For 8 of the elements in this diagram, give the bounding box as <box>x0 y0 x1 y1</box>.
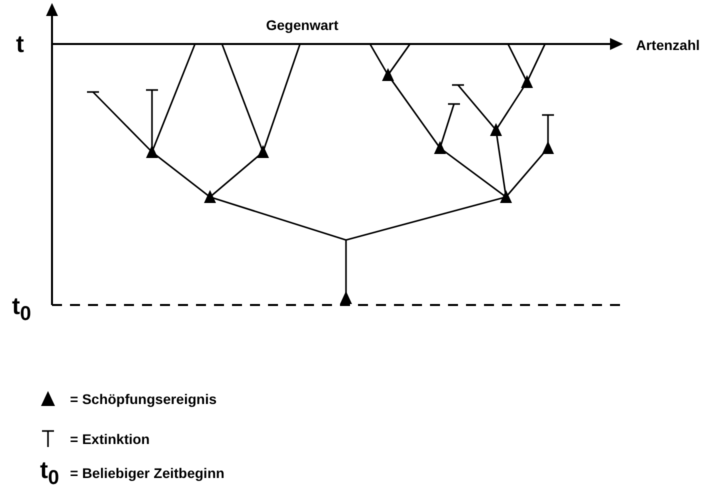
legend-text: = Schöpfungsereignis <box>70 392 217 406</box>
legend-text: = Beliebiger Zeitbeginn <box>70 466 224 480</box>
axis-label: Artenzahl <box>636 38 700 52</box>
axis-label: t <box>16 33 24 57</box>
legend-text: = Extinktion <box>70 432 150 446</box>
present-label: Gegenwart <box>266 18 338 32</box>
axis-label: t$_{0}$ <box>12 295 32 324</box>
legend-symbol: t$_{0}$ <box>40 459 60 488</box>
